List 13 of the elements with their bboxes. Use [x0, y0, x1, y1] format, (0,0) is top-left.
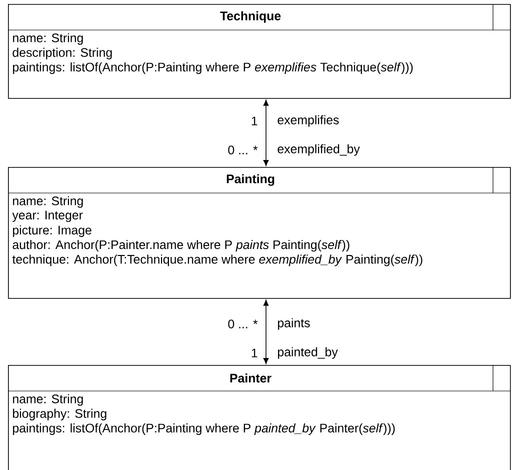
role-label: exemplifies [278, 115, 339, 127]
role-label: paints [278, 318, 310, 330]
multiplicity-label: 0 ... * [228, 146, 258, 154]
association-arrow [263, 300, 269, 364]
multiplicity-label: 0 ... * [228, 320, 258, 328]
role-label: painted_by [278, 347, 338, 359]
multiplicity-label: 1 [252, 348, 258, 358]
class-box: Painter name: String biography: String paintings: listOf(Anchor(P:Painting where P painted_by Painter(self))) [8, 364, 511, 470]
class-box: Technique name: String description: String paintings: listOf(Anchor(P:Painting where P exemplifies Technique(self))) [8, 4, 511, 99]
association-arrow [263, 100, 269, 166]
role-label: exemplified_by [278, 144, 360, 156]
multiplicity-label: 1 [252, 116, 258, 126]
class-box: Painting name: String year: Integer picture: Image author: Anchor(P:Painter.name where P paints Painting(self)) technique: Anchor(T:Technique.name where exemplified_by Painting(self)) [8, 166, 511, 299]
